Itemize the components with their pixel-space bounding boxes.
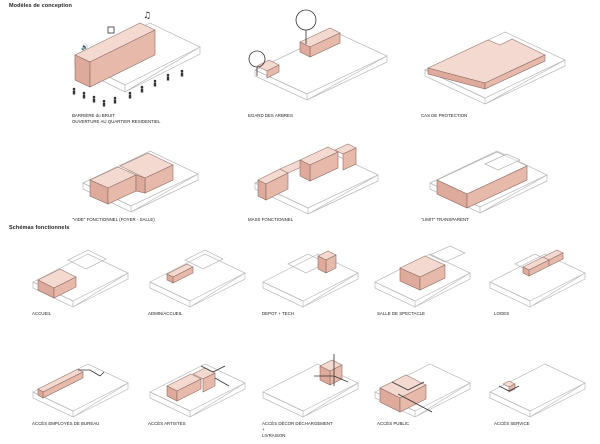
section-title-conception: Modèles de conception: [9, 3, 72, 9]
section-title-functional: Schémas fonctionnels: [9, 225, 70, 231]
diagram-depot: [262, 250, 359, 308]
caption-decor-line2: +: [262, 427, 265, 432]
diagram-acces-artistes: [149, 363, 246, 418]
diagram-acces-employes: [32, 363, 129, 418]
tree-circle-icon: [248, 9, 317, 76]
speaker-icon: 🔊: [81, 43, 89, 51]
caption-depot: DEPOT + TECH: [262, 311, 294, 316]
caption-decor-line1: ACCÈS DÉCOR DÉCHARGEMENT: [262, 421, 333, 426]
noise-source-icon: [107, 26, 115, 34]
caption-accueil: ACCUEIL: [32, 311, 52, 316]
caption-public: ACCÈS PUBLIC: [377, 421, 410, 426]
diagram-noise-barrier: ♫ 🔊: [72, 11, 201, 107]
caption-mass: MASS FONCTIONNEL: [248, 217, 294, 222]
caption-loges: LOGES: [494, 311, 510, 316]
music-note-icon: ♫: [143, 11, 151, 21]
caption-salle: SALLE DE SPECTACLE: [377, 311, 425, 316]
diagram-trees: [248, 9, 388, 101]
caption-barrier-line1: BARRIÈRE du BRUIT: [72, 113, 115, 118]
caption-trees: EGARD DES ARBRES: [248, 113, 293, 118]
svg-text:♫: ♫: [143, 11, 151, 21]
caption-void: "VIDE" FONCTIONNEL (FOYER - SALLE): [72, 217, 155, 222]
caption-artistes: ACCÈS ARTISTES: [148, 421, 186, 426]
diagram-accueil: [32, 249, 129, 308]
diagram-acces-public: [374, 363, 471, 418]
caption-limit: "LIMIT" TRANSPARENT: [421, 217, 469, 222]
diagram-protection: [424, 31, 566, 105]
diagram-functional-mass: [254, 143, 379, 215]
caption-service: ACCÈS SERVICE: [494, 421, 530, 426]
diagram-salle: [374, 245, 471, 308]
caption-barrier-line2: OUVERTURE AU QUARTIER RESIDENTIEL: [72, 119, 161, 124]
person-icon: [72, 69, 184, 107]
diagram-functional-void: [82, 150, 199, 213]
svg-text:🔊: 🔊: [81, 43, 89, 51]
diagram-admin: [149, 249, 246, 308]
diagram-transparent-limit: [429, 150, 548, 214]
diagram-acces-decor: [262, 354, 359, 418]
diagram-loges: [489, 249, 586, 308]
caption-admin: ADMIN/ACCUEIL: [148, 311, 183, 316]
caption-protection: CAS DE PROTECTION: [421, 113, 468, 118]
caption-decor-line3: LIVRAISON: [262, 433, 286, 438]
caption-employes: ACCÈS EMPLOYÉS DE BUREAU: [32, 421, 100, 426]
diagram-acces-service: [489, 363, 586, 418]
